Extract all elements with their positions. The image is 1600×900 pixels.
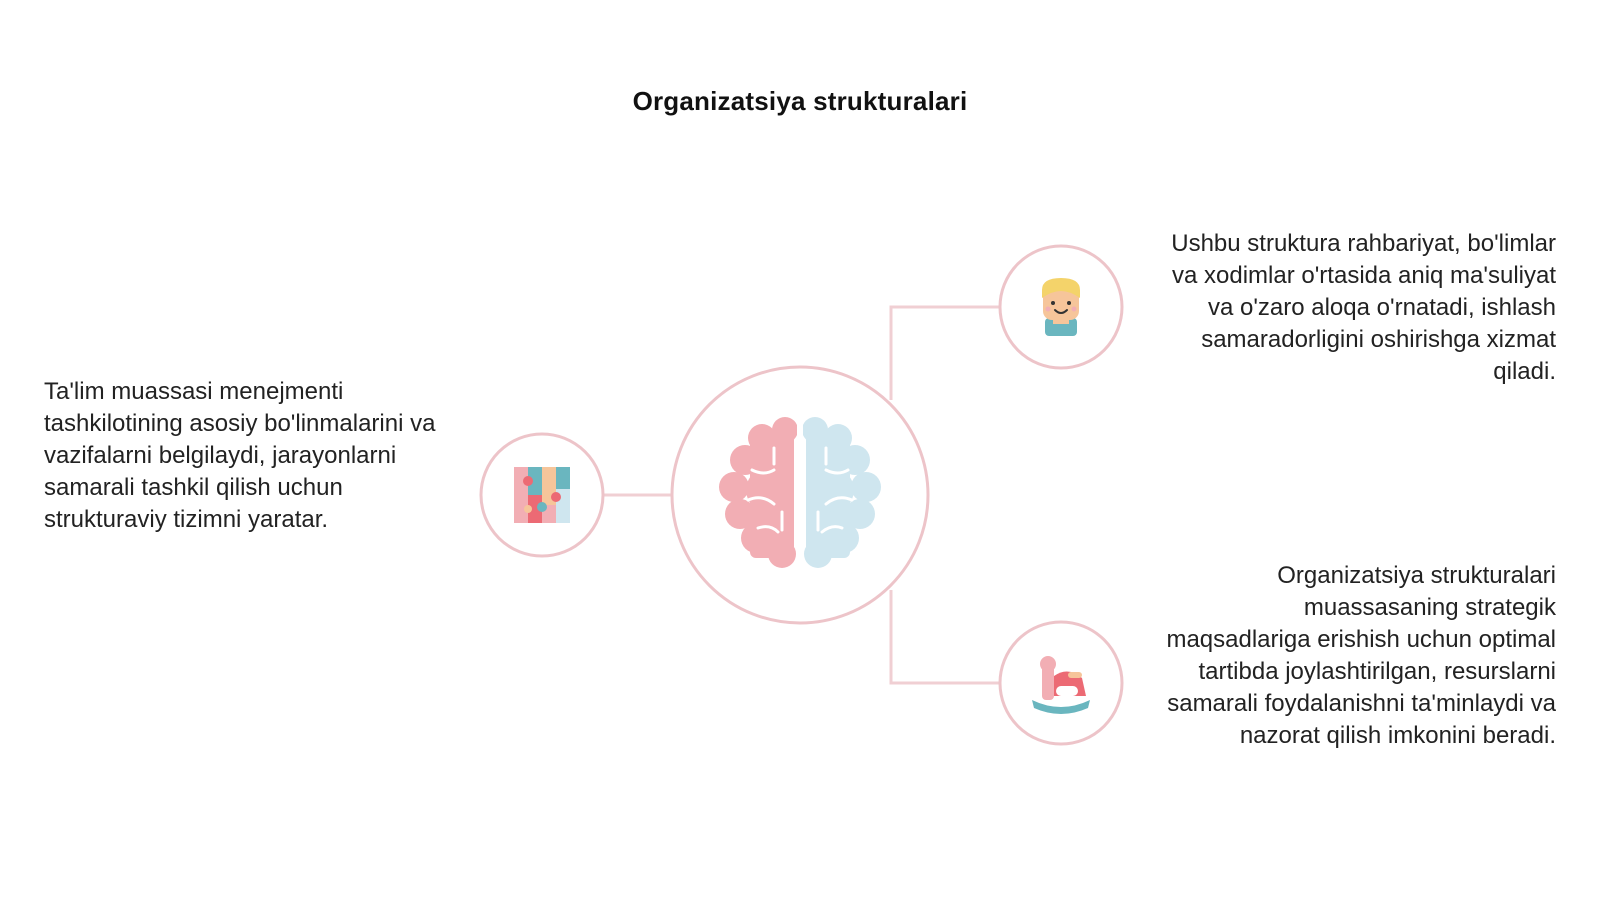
center-node bbox=[670, 365, 930, 625]
connector-right-top bbox=[889, 305, 1000, 400]
right-top-description: Ushbu struktura rahbariyat, bo'limlar va… bbox=[1171, 230, 1556, 385]
right-bottom-description: Organizatsiya strukturalari muassasaning… bbox=[1166, 562, 1556, 749]
right-top-node bbox=[998, 244, 1124, 370]
left-description: Ta'lim muassasi menejmenti tashkilotinin… bbox=[44, 378, 436, 533]
right-bottom-node bbox=[998, 620, 1124, 746]
page-title: Organizatsiya strukturalari bbox=[632, 86, 968, 116]
person-avatar-icon bbox=[1042, 278, 1080, 336]
rocking-horse-icon bbox=[1032, 656, 1090, 714]
puzzle-blocks-icon bbox=[514, 467, 570, 523]
connector-right-bottom bbox=[889, 590, 1000, 685]
connector-lines bbox=[604, 305, 1000, 685]
left-node bbox=[479, 432, 605, 558]
brain-icon bbox=[719, 417, 881, 568]
